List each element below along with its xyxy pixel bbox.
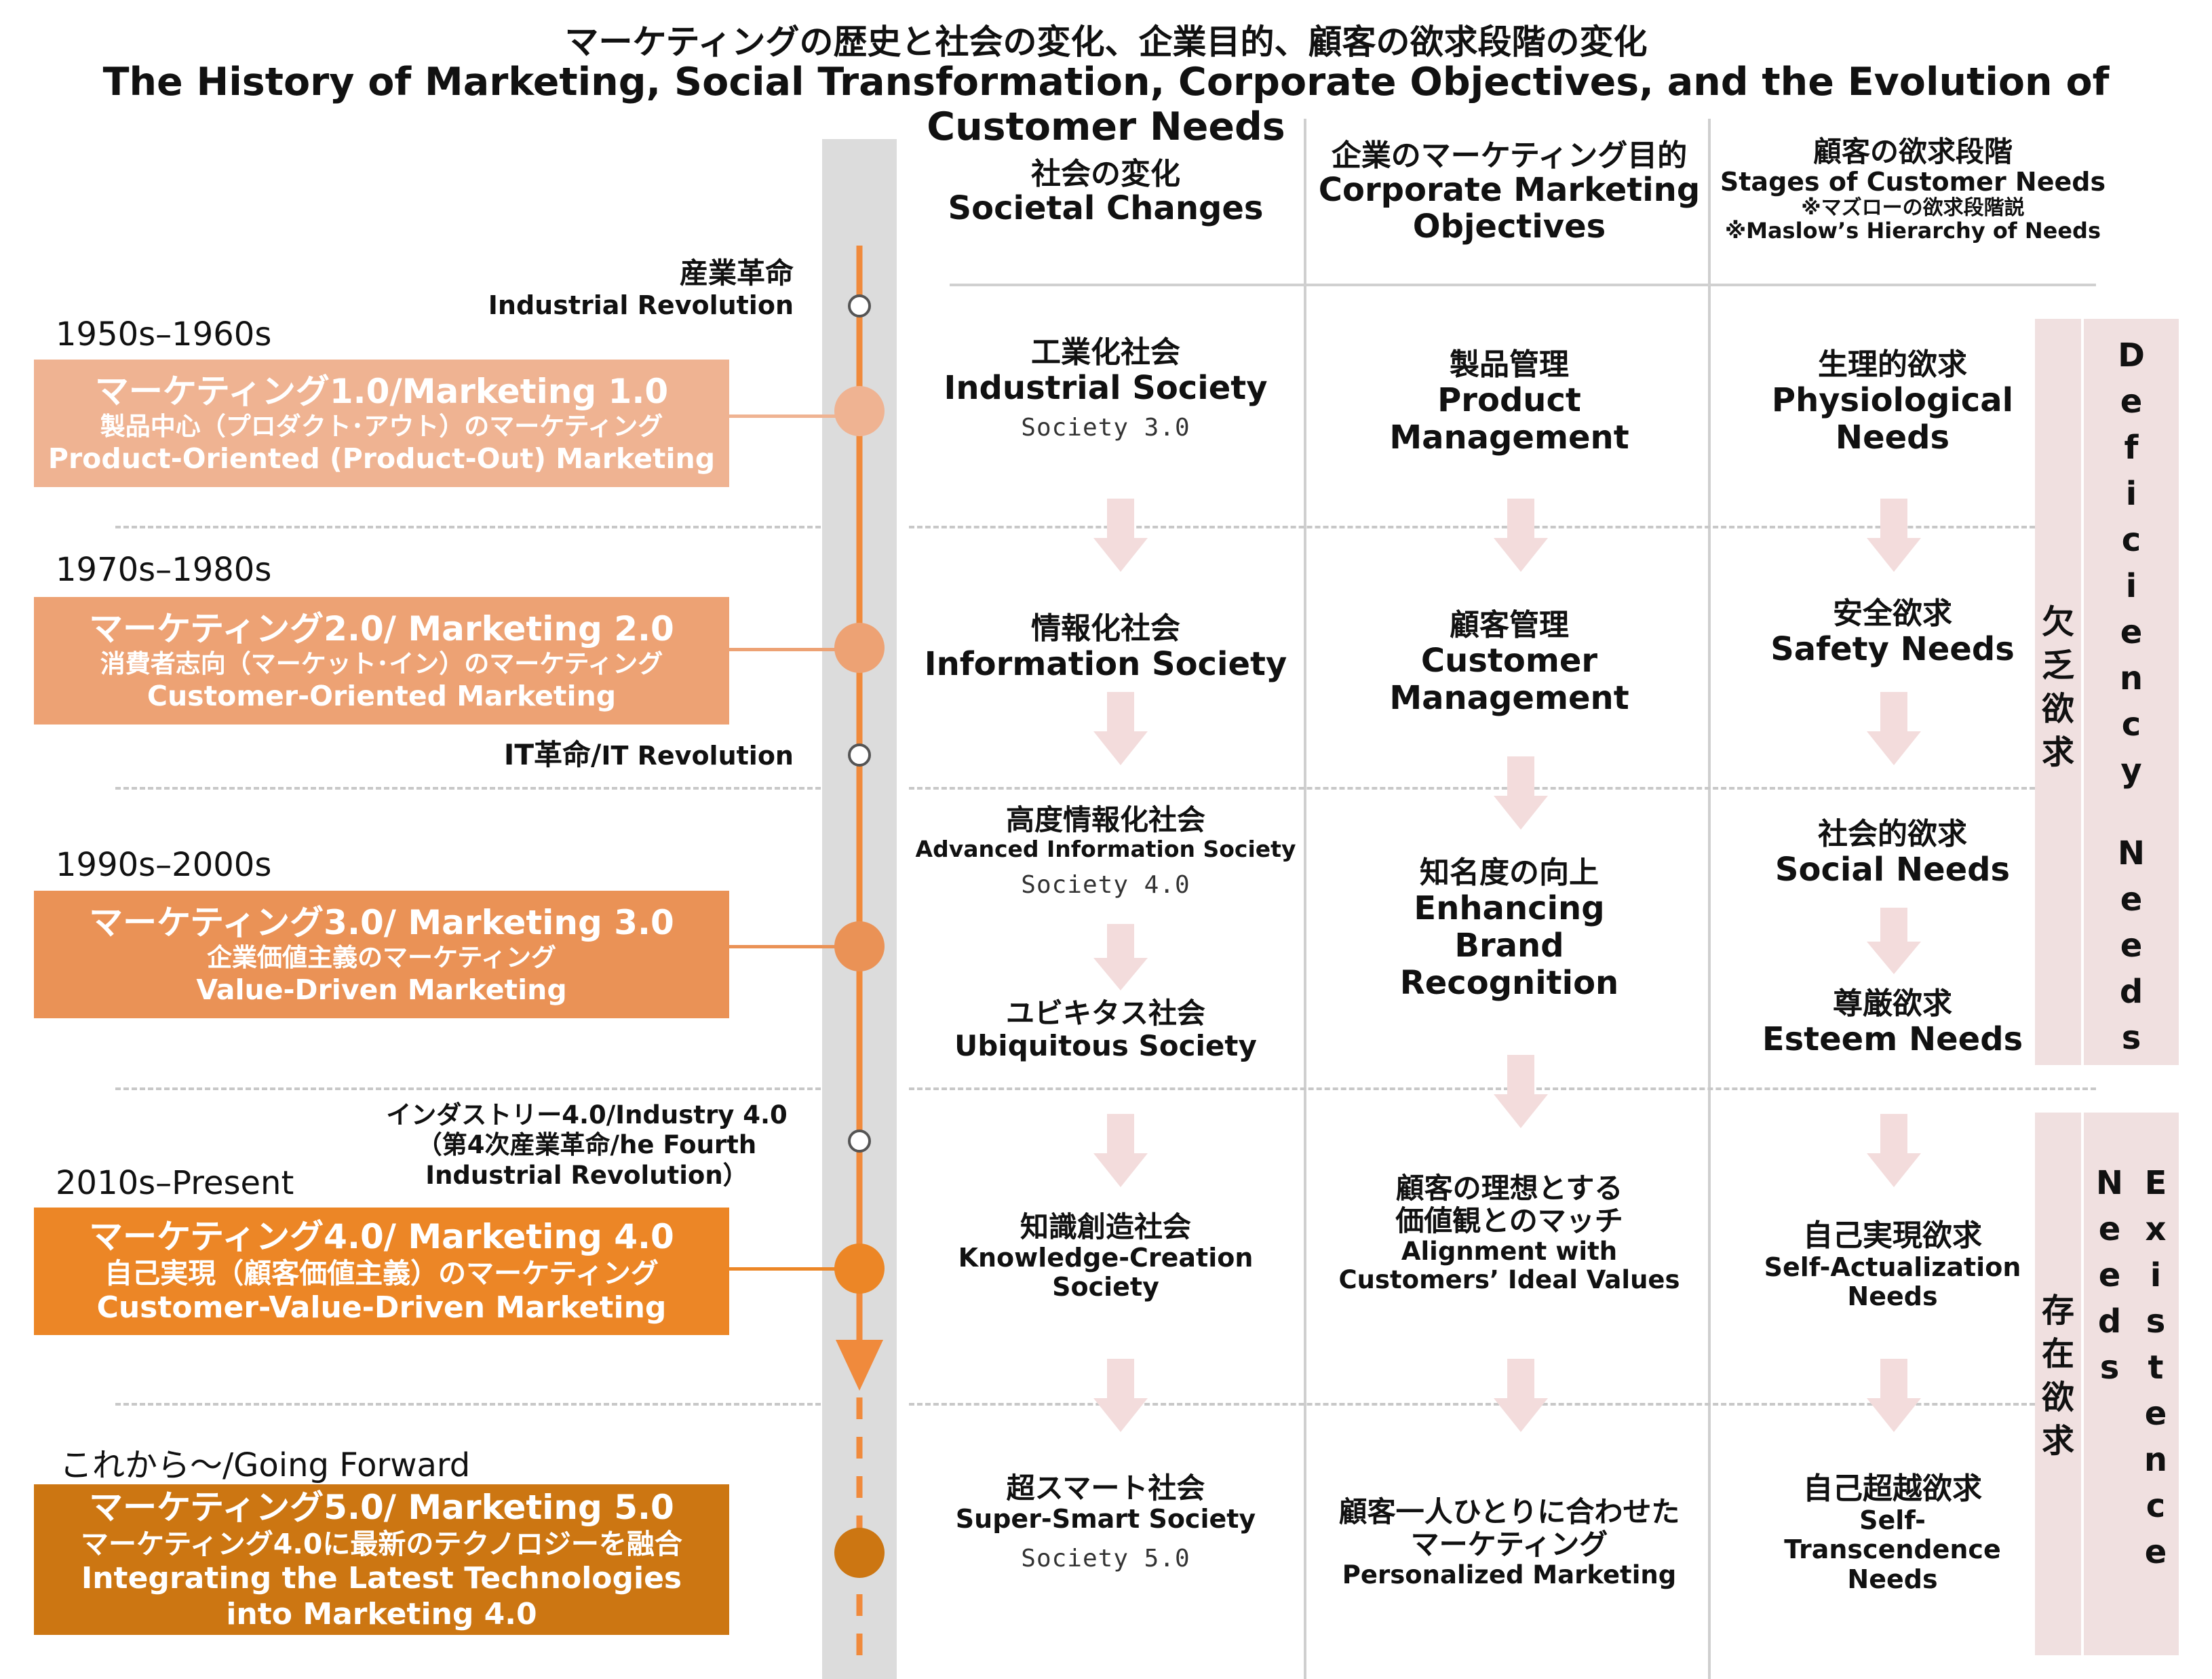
era-period-1: 1950s–1960s bbox=[56, 315, 272, 353]
node-marketing-5 bbox=[834, 1528, 885, 1578]
arrow-down-icon bbox=[1093, 499, 1148, 572]
objective-personalized-marketing: 顧客一人ひとりに合わせた マーケティング Personalized Market… bbox=[1338, 1495, 1680, 1589]
node-marketing-3 bbox=[834, 921, 885, 971]
connector-line bbox=[729, 648, 858, 651]
society-information: 情報化社会 Information Society bbox=[924, 611, 1287, 684]
arrow-down-icon bbox=[1093, 1114, 1148, 1187]
column-divider bbox=[1708, 119, 1711, 1679]
arrow-down-icon bbox=[1093, 692, 1148, 765]
row-divider bbox=[115, 1403, 821, 1406]
node-marketing-1 bbox=[834, 386, 885, 436]
marketing-2-box: マーケティング2.0/ Marketing 2.0 消費者志向（マーケット･イン… bbox=[34, 597, 729, 725]
needs-self-actualization: 自己実現欲求 Self-Actualization Needs bbox=[1764, 1218, 2021, 1312]
node-it-revolution bbox=[848, 744, 871, 767]
needs-social: 社会的欲求 Social Needs bbox=[1774, 817, 2011, 889]
header-societal-changes: 社会の変化 Societal Changes bbox=[948, 157, 1264, 228]
needs-esteem: 尊厳欲求 Esteem Needs bbox=[1762, 986, 2023, 1059]
row-divider bbox=[115, 787, 821, 790]
arrow-down-icon bbox=[1494, 1359, 1548, 1432]
objective-ideal-values: 顧客の理想とする 価値観とのマッチ Alignment with Custome… bbox=[1338, 1172, 1680, 1294]
arrow-down-icon bbox=[1093, 1359, 1148, 1432]
column-divider bbox=[1304, 119, 1306, 1679]
objective-product-management: 製品管理 Product Management bbox=[1389, 347, 1629, 457]
arrow-down-icon bbox=[1494, 1055, 1548, 1128]
marketing-5-box: マーケティング5.0/ Marketing 5.0 マーケティング4.0に最新の… bbox=[34, 1484, 729, 1635]
marketing-4-box: マーケティング4.0/ Marketing 4.0 自己実現（顧客価値主義）のマ… bbox=[34, 1208, 729, 1335]
header-corporate-objectives: 企業のマーケティング目的 Corporate Marketing Objecti… bbox=[1318, 138, 1701, 246]
label-industrial-revolution: 産業革命 Industrial Revolution bbox=[488, 256, 794, 321]
row-divider bbox=[115, 1087, 821, 1090]
era-period-3: 1990s–2000s bbox=[56, 846, 272, 884]
header-customer-needs: 顧客の欲求段階 Stages of Customer Needs ※マズローの欲… bbox=[1720, 135, 2106, 244]
objective-customer-management: 顧客管理 Customer Management bbox=[1389, 608, 1629, 717]
row-divider bbox=[909, 1403, 2035, 1406]
arrow-down-icon bbox=[1867, 1359, 1921, 1432]
arrow-down-icon bbox=[1093, 924, 1148, 990]
existence-needs-ja: 存在欲求 bbox=[2041, 1292, 2074, 1460]
row-divider bbox=[909, 526, 2035, 528]
needs-safety: 安全欲求 Safety Needs bbox=[1770, 596, 2015, 669]
connector-line bbox=[729, 945, 858, 948]
needs-self-transcendence: 自己超越欲求 Self- Transcendence Needs bbox=[1784, 1471, 2001, 1594]
title-ja: マーケティングの歴史と社会の変化、企業目的、顧客の欲求段階の変化 bbox=[564, 22, 1648, 62]
label-industry-4: インダストリー4.0/Industry 4.0 （第4次産業革命/he Four… bbox=[386, 1100, 788, 1190]
era-period-5: これから～/Going Forward bbox=[60, 1446, 471, 1484]
arrow-down-icon bbox=[1867, 1114, 1921, 1187]
node-industry-4 bbox=[848, 1130, 871, 1153]
arrow-down-icon bbox=[1867, 692, 1921, 765]
existence-needs-panel-en bbox=[2084, 1113, 2179, 1655]
marketing-1-box: マーケティング1.0/Marketing 1.0 製品中心（プロダクト･アウト）… bbox=[34, 360, 729, 487]
deficiency-needs-ja: 欠乏欲求 bbox=[2041, 603, 2074, 771]
row-divider bbox=[909, 787, 2035, 790]
society-ubiquitous: ユビキタス社会 Ubiquitous Society bbox=[954, 997, 1257, 1062]
society-industrial: 工業化社会 Industrial Society Society 3.0 bbox=[944, 335, 1268, 442]
label-it-revolution: IT革命/IT Revolution bbox=[503, 738, 794, 771]
era-period-4: 2010s–Present bbox=[56, 1164, 294, 1202]
era-period-2: 1970s–1980s bbox=[56, 551, 272, 589]
society-advanced-information: 高度情報化社会 Advanced Information Society Soc… bbox=[915, 803, 1296, 900]
header-underline bbox=[950, 284, 2096, 286]
node-industrial-revolution bbox=[848, 294, 871, 317]
row-divider bbox=[909, 1087, 2096, 1090]
needs-physiological: 生理的欲求 Physiological Needs bbox=[1771, 347, 2014, 457]
arrow-down-icon bbox=[1494, 756, 1548, 830]
arrow-down-icon bbox=[1867, 908, 1921, 974]
row-divider bbox=[115, 526, 821, 528]
title-en: The History of Marketing, Social Transfo… bbox=[102, 60, 2110, 149]
objective-brand-recognition: 知名度の向上 Enhancing Brand Recognition bbox=[1399, 855, 1619, 1002]
node-marketing-4 bbox=[834, 1243, 885, 1294]
connector-line bbox=[729, 1267, 858, 1271]
marketing-3-box: マーケティング3.0/ Marketing 3.0 企業価値主義のマーケティング… bbox=[34, 891, 729, 1018]
existence-needs-panel-ja bbox=[2035, 1113, 2081, 1655]
society-knowledge-creation: 知識創造社会 Knowledge-Creation Society bbox=[958, 1210, 1254, 1302]
society-super-smart: 超スマート社会 Super-Smart Society Society 5.0 bbox=[955, 1471, 1256, 1573]
connector-line bbox=[729, 414, 858, 418]
arrow-down-icon bbox=[1494, 499, 1548, 572]
deficiency-needs-panel-en bbox=[2084, 319, 2179, 1065]
node-marketing-2 bbox=[834, 623, 885, 673]
arrow-down-icon bbox=[1867, 499, 1921, 572]
deficiency-needs-panel-ja bbox=[2035, 319, 2081, 1065]
